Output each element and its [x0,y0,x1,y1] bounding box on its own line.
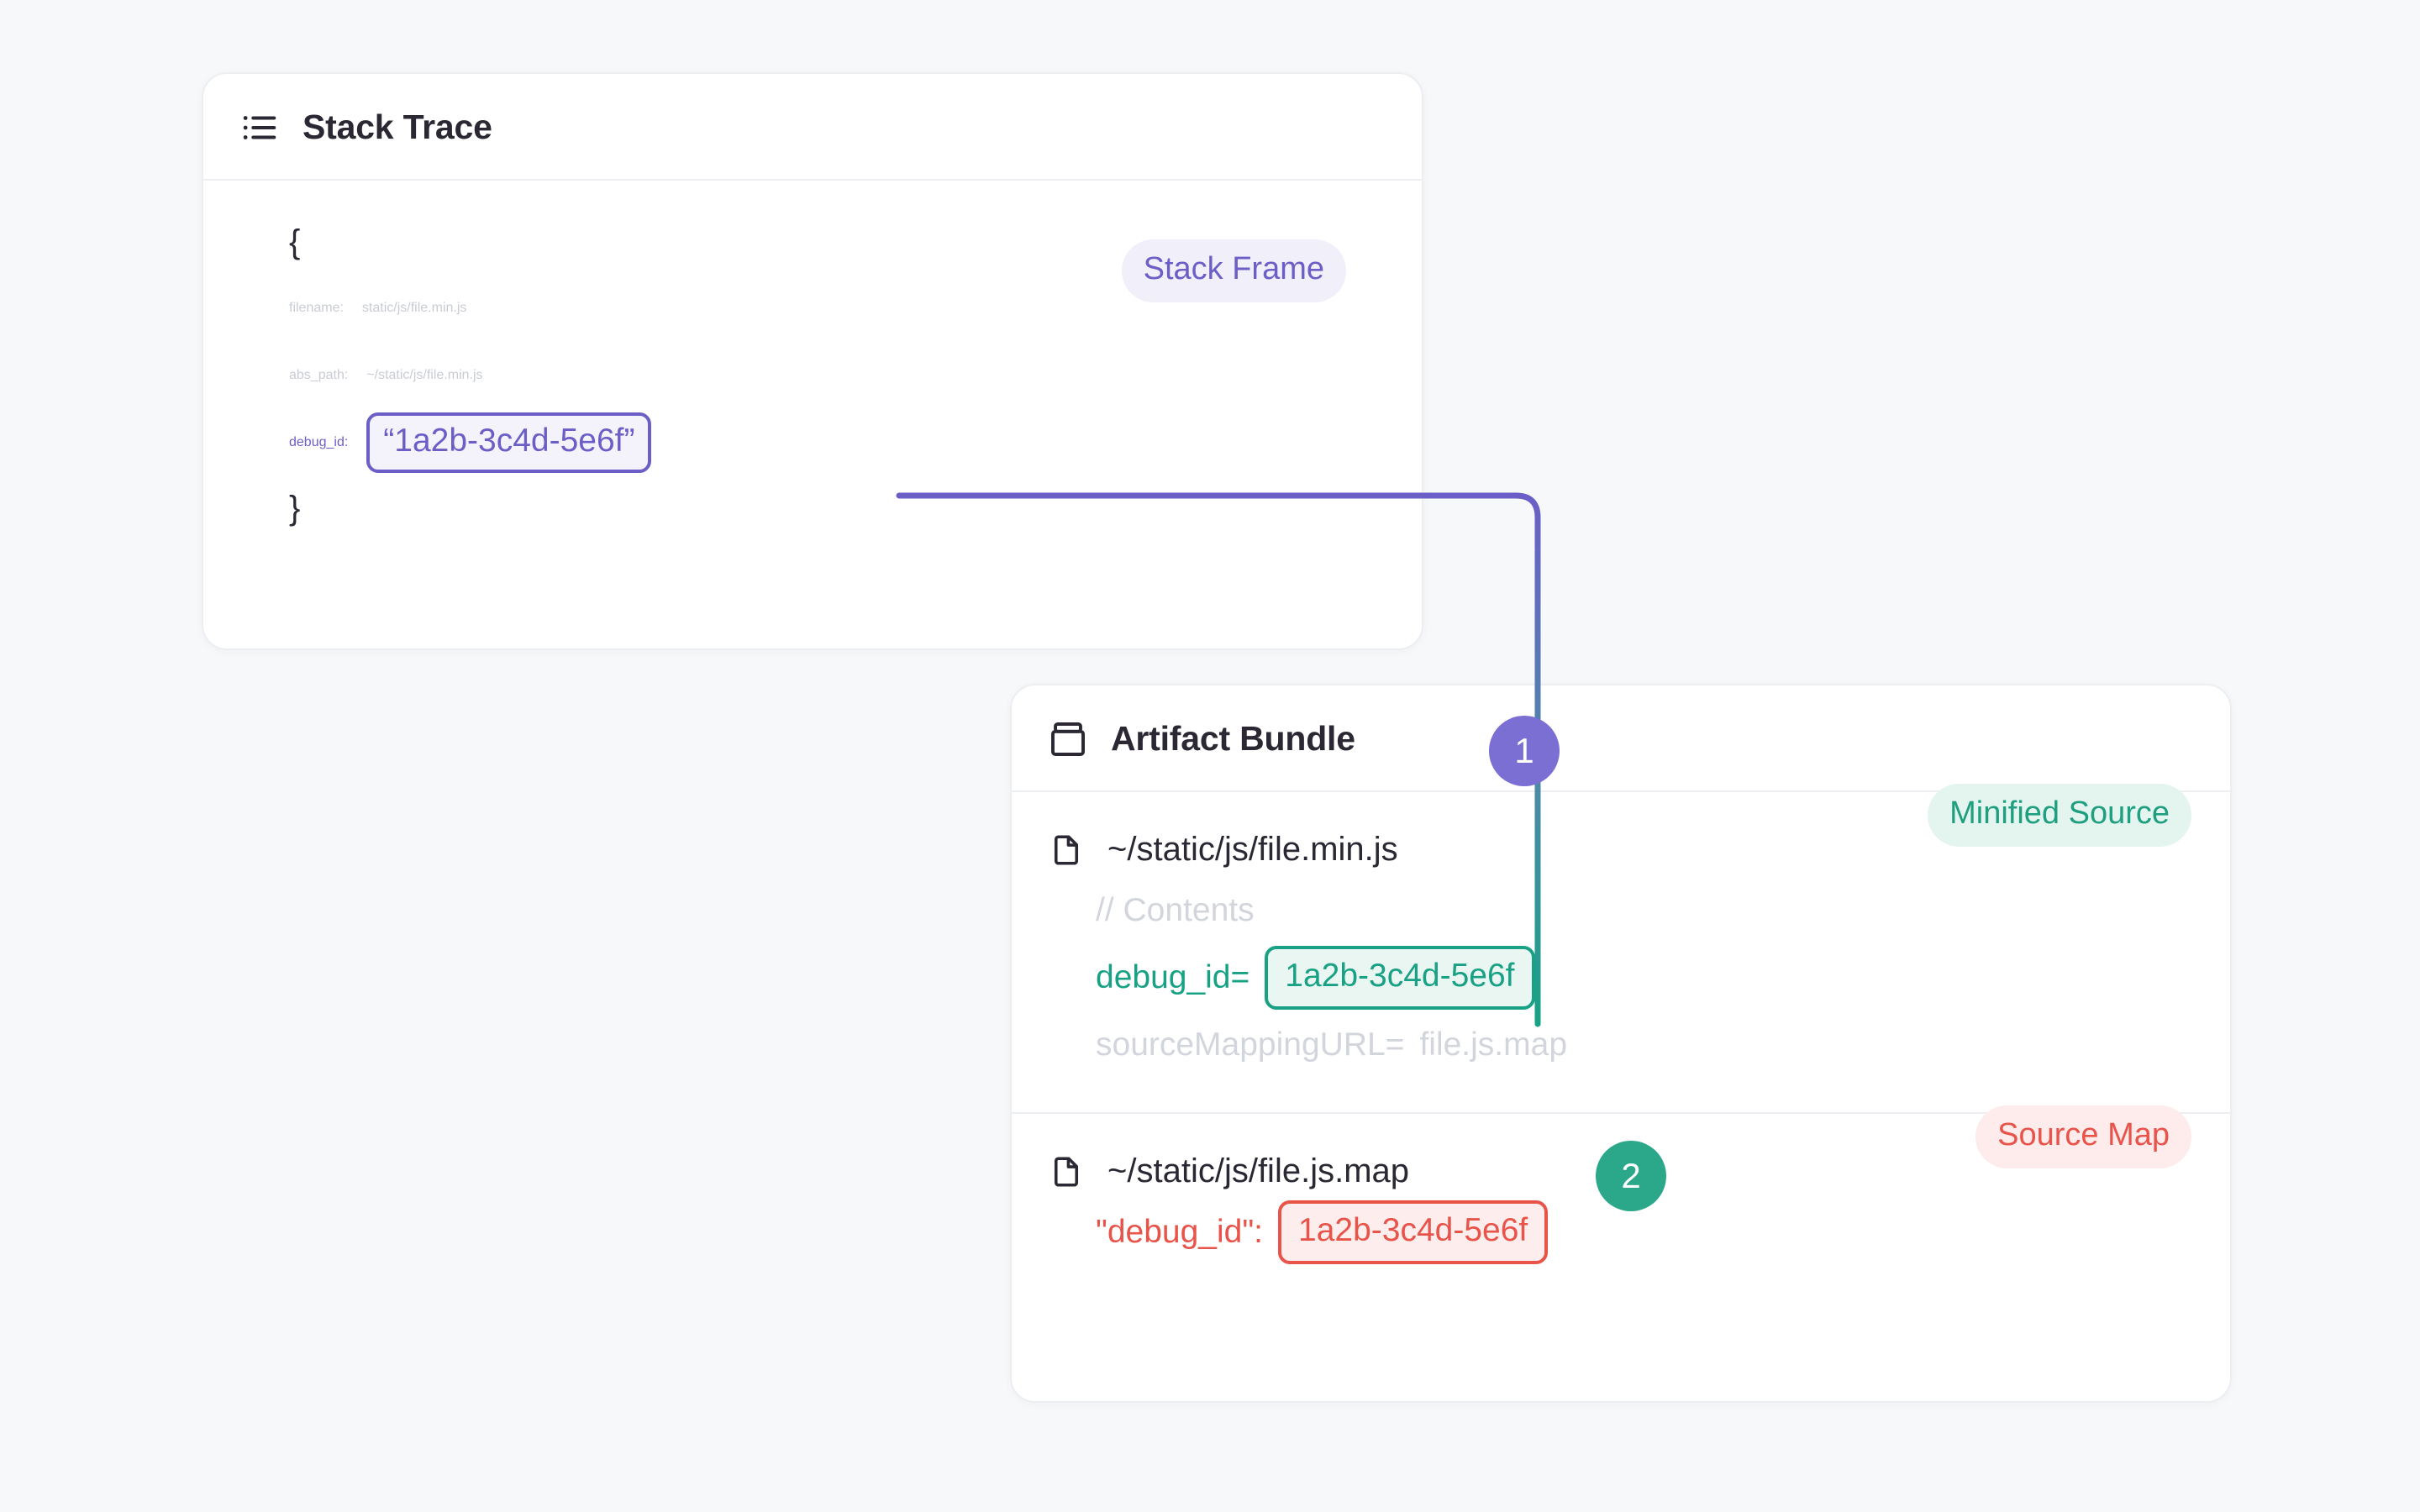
debug-id-key: debug_id: [289,435,349,449]
abs-path-row: abs_path: ~/static/js/file.min.js [240,342,1385,409]
debug-id-row: debug_id: “1a2b-3c4d-5e6f” [240,409,1385,476]
artifact-bundle-body: Minified Source ~/static/js/file.min.js … [1012,784,2230,1348]
minified-debug-id-value-box[interactable]: 1a2b-3c4d-5e6f [1265,946,1535,1010]
brace-open-line: { [240,209,1385,275]
list-icon [240,108,279,147]
source-map-tag: Source Map [1975,1105,2191,1168]
stack-frame-tag: Stack Frame [1121,239,1346,302]
stack-trace-title: Stack Trace [302,108,492,146]
stack-trace-card: Stack Trace Stack Frame { filename: stat… [202,72,1423,650]
abs-path-key: abs_path: [289,368,349,382]
brace-close-line: } [240,476,1385,540]
artifact-bundle-title: Artifact Bundle [1111,719,1355,758]
archive-icon [1049,720,1087,759]
file-icon [1049,832,1084,868]
file-section-minified: Minified Source ~/static/js/file.min.js … [1012,784,2230,1112]
debug-id-value-box[interactable]: “1a2b-3c4d-5e6f” [366,412,652,473]
source-mapping-url-row: sourceMappingURL= file.js.map [1049,1011,2193,1079]
filename-value: static/js/file.min.js [361,301,467,315]
minified-file-name: ~/static/js/file.min.js [1107,831,1398,868]
open-brace: { [289,223,301,260]
minified-source-tag: Minified Source [1928,784,2191,847]
sourcemap-debug-id-value-box[interactable]: 1a2b-3c4d-5e6f [1278,1200,1549,1264]
step-badge-2: 2 [1596,1141,1666,1211]
source-mapping-url-key: sourceMappingURL= [1096,1026,1405,1063]
step-badge-1: 1 [1489,716,1560,786]
minified-debug-id-row: debug_id= 1a2b-3c4d-5e6f [1049,944,2193,1011]
sourcemap-file-name: ~/static/js/file.js.map [1107,1152,1410,1189]
close-brace: } [289,490,301,527]
minified-debug-id-key: debug_id= [1096,959,1250,995]
source-mapping-url-value: file.js.map [1419,1026,1568,1063]
abs-path-value: ~/static/js/file.min.js [366,368,483,382]
file-icon [1049,1154,1084,1189]
artifact-bundle-header: Artifact Bundle [1012,685,2230,792]
filename-key: filename: [289,301,344,315]
contents-comment-text: // Contents [1096,892,1255,928]
sourcemap-file-head: ~/static/js/file.js.map [1049,1152,2193,1190]
artifact-bundle-card: Artifact Bundle Minified Source [1010,684,2232,1403]
stack-trace-body: Stack Frame { filename: static/js/file.m… [203,181,1422,579]
minified-contents-comment: // Contents [1049,877,2193,944]
stack-trace-header: Stack Trace [203,74,1422,181]
sourcemap-debug-id-key: "debug_id": [1096,1214,1264,1250]
